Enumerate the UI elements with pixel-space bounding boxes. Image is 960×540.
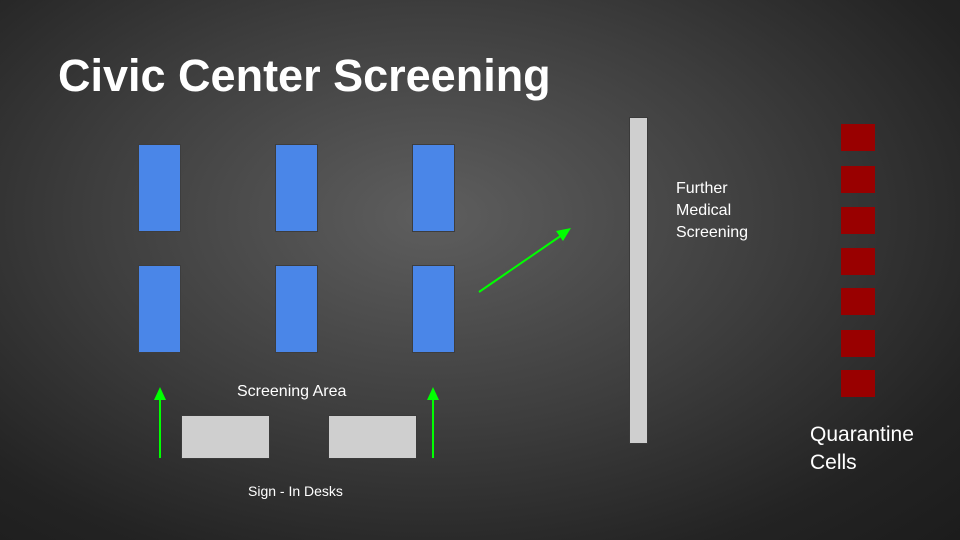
quarantine-cell [841, 124, 875, 151]
sign-in-desk [181, 415, 270, 459]
screening-booth [138, 265, 181, 353]
screening-booth [275, 144, 318, 232]
quarantine-cell [841, 370, 875, 397]
divider-wall [629, 117, 648, 444]
screening-area-label: Screening Area [237, 383, 347, 400]
sign-in-desk [328, 415, 417, 459]
left-up-arrow [154, 387, 166, 458]
screening-booth [412, 144, 455, 232]
quarantine-cell [841, 330, 875, 357]
screening-booth [138, 144, 181, 232]
quarantine-cell [841, 248, 875, 275]
screening-booth [275, 265, 318, 353]
further-medical-screening-label: Further Medical Screening [676, 180, 749, 241]
right-up-arrow [427, 387, 439, 458]
quarantine-cell [841, 166, 875, 193]
diagonal-arrow [478, 228, 571, 293]
quarantine-cell [841, 288, 875, 315]
quarantine-cells-label: Quarantine Cells [810, 423, 914, 474]
screening-booth [412, 265, 455, 353]
sign-in-desks-label: Sign - In Desks [248, 483, 343, 499]
quarantine-cell [841, 207, 875, 234]
slide-title: Civic Center Screening [58, 50, 551, 101]
